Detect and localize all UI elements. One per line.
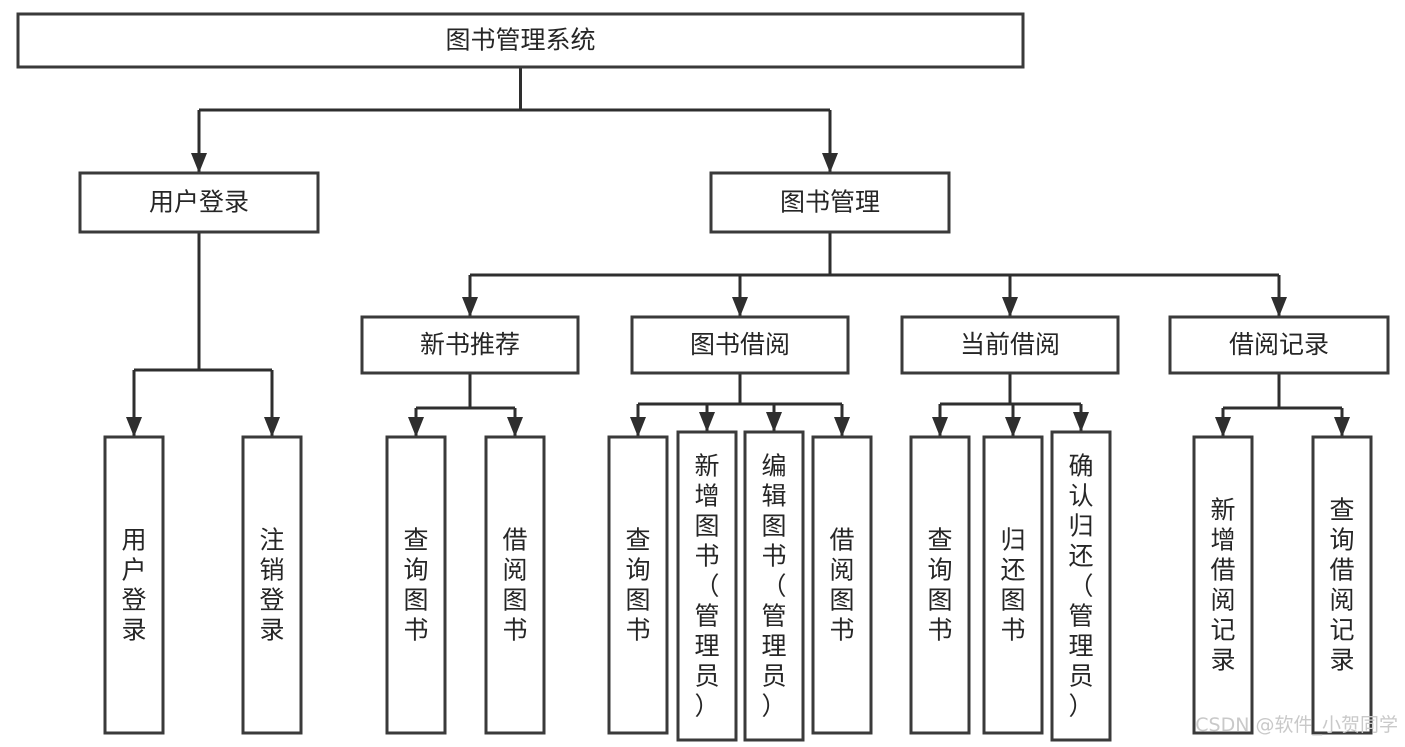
edge-arrowhead (1334, 417, 1350, 437)
node-label-leaf-add-borrow-record: 新增借阅记录 (1210, 495, 1235, 674)
node-label-leaf-edit-book-admin: 编辑图书（管理员） (761, 451, 786, 720)
node-leaf-return-book[interactable]: 归还图书 (982, 435, 1044, 735)
node-label-leaf-query-book-borrow: 查询图书 (625, 525, 650, 644)
node-box-current-borrow[interactable] (900, 315, 1120, 375)
edges-layer (126, 67, 1350, 437)
edge-arrowhead (462, 297, 478, 317)
node-label-leaf-borrow-book: 借阅图书 (829, 525, 854, 644)
node-leaf-query-book-recommend[interactable]: 查询图书 (385, 435, 447, 735)
node-box-book-manage[interactable] (709, 171, 951, 234)
node-label-borrow-record: 借阅记录 (1229, 330, 1329, 359)
node-label-book-manage: 图书管理 (780, 188, 880, 217)
node-leaf-user-login[interactable]: 用户登录 (103, 435, 165, 735)
node-label-leaf-query-book-recommend: 查询图书 (403, 525, 428, 644)
node-root[interactable]: 图书管理系统 (16, 12, 1025, 69)
edge-arrowhead (264, 417, 280, 437)
edge-arrowhead (126, 417, 142, 437)
node-leaf-borrow-book[interactable]: 借阅图书 (811, 435, 873, 735)
node-box-leaf-borrow-book[interactable] (811, 435, 873, 735)
node-box-book-borrow[interactable] (630, 315, 850, 375)
node-box-leaf-query-book-borrow[interactable] (607, 435, 669, 735)
node-label-root: 图书管理系统 (445, 26, 595, 55)
node-box-leaf-user-login[interactable] (103, 435, 165, 735)
node-label-leaf-return-book: 归还图书 (1000, 525, 1025, 644)
node-box-leaf-logout[interactable] (241, 435, 303, 735)
node-label-new-book-recommend: 新书推荐 (420, 330, 520, 359)
edge-arrowhead (191, 153, 207, 173)
node-leaf-query-book-borrow[interactable]: 查询图书 (607, 435, 669, 735)
node-current-borrow[interactable]: 当前借阅 (900, 315, 1120, 375)
node-leaf-confirm-return-admin[interactable]: 确认归还（管理员） (1050, 430, 1112, 742)
node-label-book-borrow: 图书借阅 (690, 330, 790, 359)
node-borrow-record[interactable]: 借阅记录 (1168, 315, 1390, 375)
node-box-user-login[interactable] (78, 171, 320, 234)
node-box-new-book-recommend[interactable] (360, 315, 580, 375)
node-label-leaf-query-book-current: 查询图书 (927, 525, 952, 644)
node-leaf-add-borrow-record[interactable]: 新增借阅记录 (1192, 435, 1254, 735)
node-leaf-edit-book-admin[interactable]: 编辑图书（管理员） (743, 430, 805, 742)
node-label-user-login: 用户登录 (149, 188, 249, 217)
edge-arrowhead (822, 153, 838, 173)
node-box-borrow-record[interactable] (1168, 315, 1390, 375)
edge-arrowhead (932, 417, 948, 437)
edge-arrowhead (1073, 412, 1089, 432)
node-book-manage[interactable]: 图书管理 (709, 171, 951, 234)
node-new-book-recommend[interactable]: 新书推荐 (360, 315, 580, 375)
edge-arrowhead (834, 417, 850, 437)
node-label-leaf-user-login: 用户登录 (121, 525, 146, 644)
edge-arrowhead (1005, 417, 1021, 437)
node-label-leaf-query-borrow-record: 查询借阅记录 (1329, 495, 1354, 674)
nodes-layer: 图书管理系统用户登录图书管理新书推荐图书借阅当前借阅借阅记录用户登录注销登录查询… (16, 12, 1390, 742)
node-box-leaf-return-book[interactable] (982, 435, 1044, 735)
csdn-watermark: CSDN @软件_小贺同学 (1195, 714, 1398, 736)
node-leaf-add-book-admin[interactable]: 新增图书（管理员） (676, 430, 738, 742)
edge-arrowhead (1002, 297, 1018, 317)
edge-arrowhead (732, 297, 748, 317)
node-label-leaf-logout: 注销登录 (259, 525, 284, 644)
node-label-leaf-borrow-book-recommend: 借阅图书 (502, 525, 527, 644)
edge-arrowhead (766, 412, 782, 432)
edge-arrowhead (699, 412, 715, 432)
node-book-borrow[interactable]: 图书借阅 (630, 315, 850, 375)
node-box-leaf-query-book-current[interactable] (909, 435, 971, 735)
node-box-leaf-add-borrow-record[interactable] (1192, 435, 1254, 735)
node-label-current-borrow: 当前借阅 (960, 330, 1060, 359)
node-leaf-borrow-book-recommend[interactable]: 借阅图书 (484, 435, 546, 735)
node-box-leaf-edit-book-admin[interactable] (743, 430, 805, 742)
edge-arrowhead (408, 417, 424, 437)
node-user-login[interactable]: 用户登录 (78, 171, 320, 234)
node-box-leaf-confirm-return-admin[interactable] (1050, 430, 1112, 742)
edge-arrowhead (507, 417, 523, 437)
node-box-leaf-borrow-book-recommend[interactable] (484, 435, 546, 735)
node-label-leaf-confirm-return-admin: 确认归还（管理员） (1068, 451, 1093, 720)
edge-arrowhead (630, 417, 646, 437)
node-box-leaf-query-book-recommend[interactable] (385, 435, 447, 735)
edge-arrowhead (1271, 297, 1287, 317)
node-box-leaf-add-book-admin[interactable] (676, 430, 738, 742)
node-leaf-query-book-current[interactable]: 查询图书 (909, 435, 971, 735)
node-box-root[interactable] (16, 12, 1025, 69)
node-label-leaf-add-book-admin: 新增图书（管理员） (694, 451, 719, 720)
node-box-leaf-query-borrow-record[interactable] (1311, 435, 1373, 735)
edge-arrowhead (1215, 417, 1231, 437)
node-leaf-query-borrow-record[interactable]: 查询借阅记录 (1311, 435, 1373, 735)
node-leaf-logout[interactable]: 注销登录 (241, 435, 303, 735)
